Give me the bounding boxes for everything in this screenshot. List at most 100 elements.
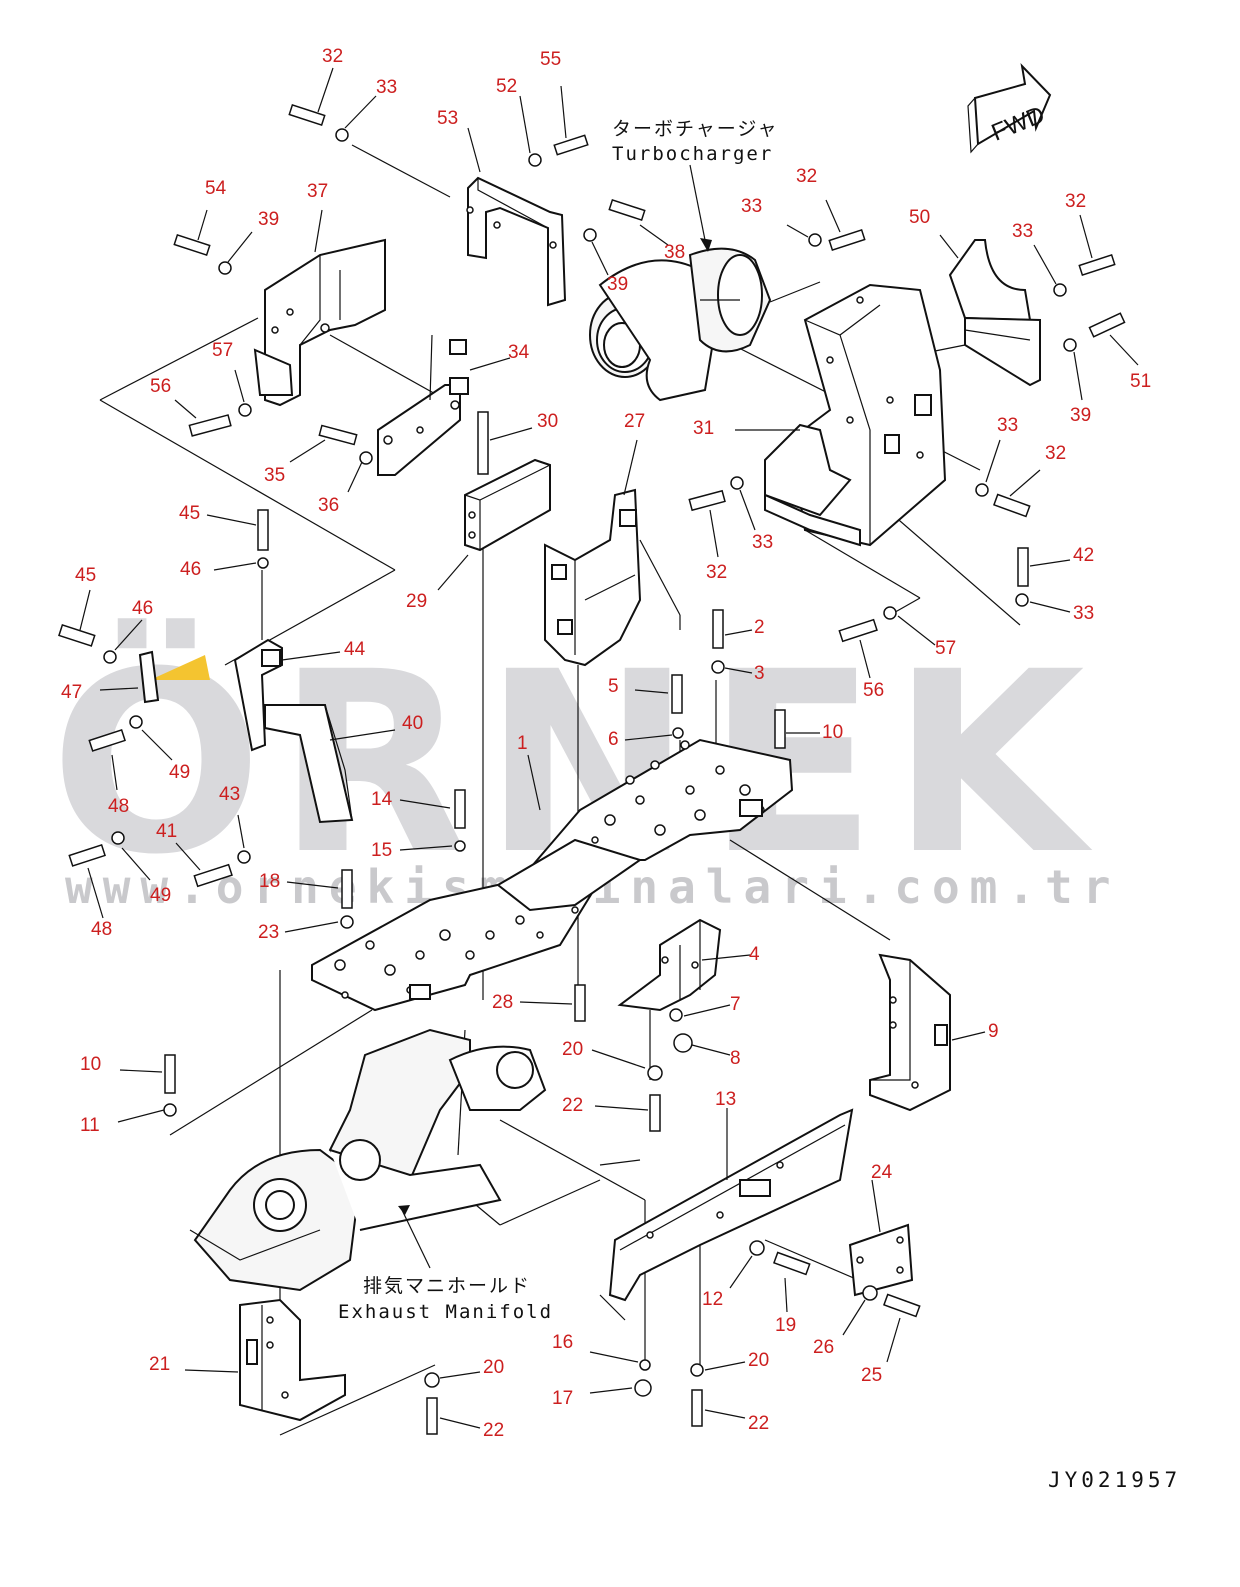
- callout-32: 32: [1065, 191, 1086, 212]
- callout-23: 23: [258, 922, 279, 943]
- callout-10: 10: [80, 1054, 101, 1075]
- callout-39: 39: [258, 209, 279, 230]
- callout-34: 34: [508, 342, 530, 363]
- callout-8: 8: [730, 1048, 741, 1069]
- callout-52: 52: [496, 76, 517, 97]
- callout-22: 22: [562, 1095, 583, 1116]
- callout-19: 19: [775, 1315, 796, 1336]
- callout-50: 50: [909, 207, 930, 228]
- plate-24: [848, 1223, 914, 1297]
- turbocharger-label-en: Turbocharger: [612, 143, 773, 165]
- manifold-label-en: Exhaust Manifold: [338, 1301, 553, 1323]
- annotations: ターボチャージャ Turbocharger 排気マニホールド Exhaust M…: [338, 118, 1181, 1492]
- callout-33: 33: [997, 415, 1018, 436]
- callout-42: 42: [1073, 545, 1094, 566]
- callout-2: 2: [754, 617, 765, 638]
- callout-33: 33: [752, 532, 773, 553]
- bracket-34: [377, 334, 469, 476]
- turbocharger-label-jp: ターボチャージャ: [612, 118, 778, 140]
- housing-31: [764, 283, 947, 547]
- callout-44: 44: [344, 639, 366, 660]
- bracket-21: [239, 1298, 346, 1422]
- callout-32: 32: [1045, 443, 1066, 464]
- callout-56: 56: [863, 680, 884, 701]
- callout-28: 28: [492, 992, 513, 1013]
- callout-35: 35: [264, 465, 285, 486]
- callout-36: 36: [318, 495, 339, 516]
- callout-40: 40: [402, 713, 423, 734]
- callout-27: 27: [624, 411, 645, 432]
- callout-33: 33: [1012, 221, 1033, 242]
- plate-1: [311, 738, 794, 1012]
- callout-10: 10: [822, 722, 843, 743]
- callout-46: 46: [132, 598, 153, 619]
- callout-55: 55: [540, 49, 561, 70]
- callout-11: 11: [80, 1115, 100, 1136]
- callout-7: 7: [730, 994, 741, 1015]
- plate-47: [138, 650, 160, 704]
- callout-13: 13: [715, 1089, 736, 1110]
- callout-49: 49: [169, 762, 190, 783]
- bar-13: [599, 1108, 854, 1321]
- callout-39: 39: [607, 274, 628, 295]
- callout-29: 29: [406, 591, 427, 612]
- callout-56: 56: [150, 376, 171, 397]
- callout-53: 53: [437, 108, 458, 129]
- callout-32: 32: [322, 46, 343, 67]
- callouts: 32 33 52 55 53 54 37 39 38 39 33 32 50 3…: [61, 46, 1151, 1441]
- bracket-27: [544, 488, 642, 667]
- callout-43: 43: [219, 784, 240, 805]
- callout-12: 12: [702, 1289, 723, 1310]
- bracket-4: [617, 918, 722, 1012]
- callout-49: 49: [150, 885, 171, 906]
- bracket-37: [253, 238, 386, 407]
- bracket-44: [233, 638, 283, 752]
- callout-38: 38: [664, 242, 685, 263]
- turbocharger: [589, 247, 772, 402]
- callout-20: 20: [748, 1350, 769, 1371]
- callout-33: 33: [741, 196, 762, 217]
- callout-46: 46: [180, 559, 201, 580]
- block-29: [464, 458, 551, 552]
- callout-48: 48: [91, 919, 112, 940]
- manifold-label-jp: 排気マニホールド: [363, 1275, 531, 1297]
- callout-31: 31: [693, 418, 714, 439]
- callout-24: 24: [871, 1162, 893, 1183]
- callout-25: 25: [861, 1365, 882, 1386]
- callout-18: 18: [259, 871, 280, 892]
- callout-45: 45: [179, 503, 200, 524]
- callout-57: 57: [212, 340, 233, 361]
- callout-57: 57: [935, 638, 956, 659]
- fasteners: [58, 104, 1126, 1435]
- callout-32: 32: [706, 562, 727, 583]
- fwd-arrow: FWD: [967, 62, 1052, 154]
- callout-22: 22: [483, 1420, 504, 1441]
- callout-3: 3: [754, 663, 765, 684]
- exhaust-manifold: [189, 1028, 547, 1292]
- callout-48: 48: [108, 796, 129, 817]
- callout-20: 20: [483, 1357, 504, 1378]
- callout-37: 37: [307, 181, 328, 202]
- callout-33: 33: [376, 77, 397, 98]
- callout-22: 22: [748, 1413, 769, 1434]
- annotation-arrows: [398, 238, 712, 1215]
- callout-32: 32: [796, 166, 817, 187]
- callout-30: 30: [537, 411, 558, 432]
- callout-1: 1: [517, 733, 528, 754]
- callout-54: 54: [205, 178, 227, 199]
- drawing-code: JY021957: [1048, 1468, 1181, 1492]
- callout-47: 47: [61, 682, 82, 703]
- bracket-50: [948, 239, 1041, 387]
- bracket-53: [466, 176, 567, 307]
- callout-16: 16: [552, 1332, 573, 1353]
- callout-26: 26: [813, 1337, 834, 1358]
- callout-41: 41: [156, 821, 177, 842]
- callout-45: 45: [75, 565, 96, 586]
- callout-21: 21: [149, 1354, 170, 1375]
- callout-leaders: [79, 67, 1139, 1429]
- callout-14: 14: [371, 789, 393, 810]
- assembly-lines: [99, 144, 1021, 1436]
- callout-4: 4: [749, 944, 760, 965]
- callout-9: 9: [988, 1021, 999, 1042]
